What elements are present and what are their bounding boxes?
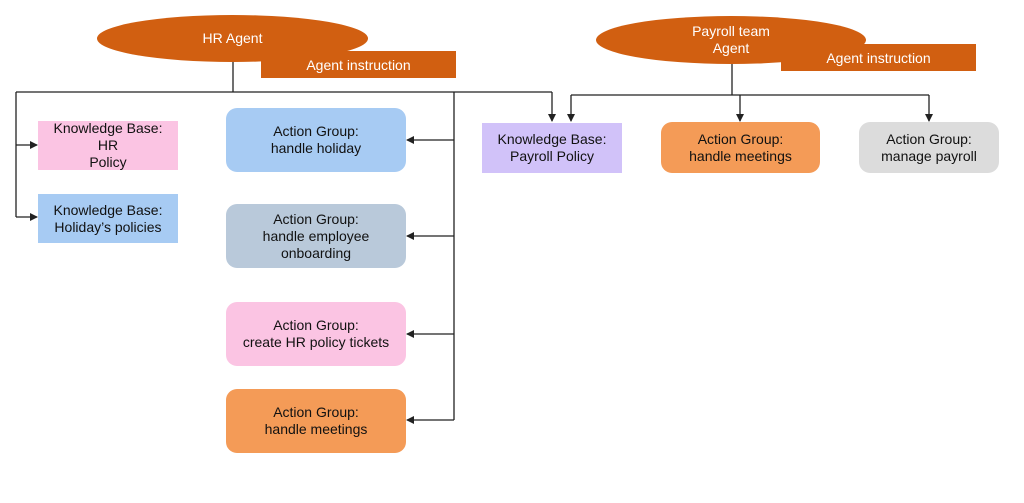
- ag-handle-onboarding-label: Action Group: handle employee onboarding: [262, 210, 370, 261]
- ag-payroll-handle-meetings: Action Group: handle meetings: [661, 122, 820, 173]
- kb-hr-policy-label: Knowledge Base: HR Policy: [53, 120, 163, 170]
- hr-agent-title: HR Agent: [202, 30, 263, 46]
- hr-agent-instruction: Agent instruction: [261, 51, 456, 78]
- ag-handle-holiday-label: Action Group: handle holiday: [270, 123, 362, 156]
- ag-hr-handle-meetings-label: Action Group: handle meetings: [264, 404, 368, 437]
- ag-create-hr-tickets-label: Action Group: create HR policy tickets: [242, 317, 390, 350]
- kb-payroll-policy: Knowledge Base: Payroll Policy: [482, 123, 622, 173]
- payroll-agent-instruction: Agent instruction: [781, 44, 976, 71]
- ag-handle-holiday: Action Group: handle holiday: [226, 108, 406, 172]
- kb-payroll-policy-label: Knowledge Base: Payroll Policy: [497, 131, 607, 164]
- kb-hr-policy: Knowledge Base: HR Policy: [38, 120, 178, 170]
- ag-payroll-handle-meetings-label: Action Group: handle meetings: [689, 130, 792, 164]
- payroll-agent-title: Payroll team Agent: [692, 23, 770, 56]
- hr-agent-instruction-label: Agent instruction: [306, 56, 411, 73]
- payroll-agent-instruction-label: Agent instruction: [826, 49, 931, 66]
- ag-hr-handle-meetings: Action Group: handle meetings: [226, 389, 406, 453]
- kb-holiday-policies: Knowledge Base: Holiday’s policies: [38, 194, 178, 243]
- ag-manage-payroll-label: Action Group: manage payroll: [881, 130, 977, 164]
- ag-create-hr-tickets: Action Group: create HR policy tickets: [226, 302, 406, 366]
- ag-manage-payroll: Action Group: manage payroll: [859, 122, 999, 173]
- ag-handle-onboarding: Action Group: handle employee onboarding: [226, 204, 406, 268]
- kb-holiday-policies-label: Knowledge Base: Holiday’s policies: [53, 201, 163, 235]
